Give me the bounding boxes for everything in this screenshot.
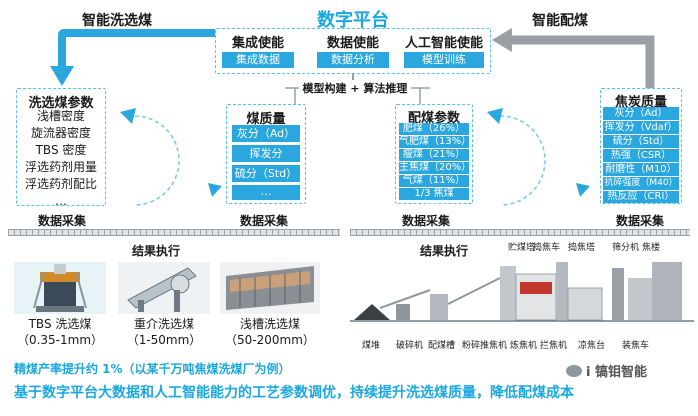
washing-params-list: 浅槽密度 旋流器密度 TBS 密度 浮选药剂用量 浮选药剂配比 … (16, 108, 106, 210)
blending-param-item: 肥煤（26%） (399, 123, 469, 135)
machine-caption-0: TBS 洗选煤 （0.35-1mm） (10, 316, 110, 348)
blending-param-item: 瘦煤（21%） (399, 149, 469, 161)
plant-label-top: 捣焦塔 (568, 243, 596, 253)
platform-title: 数字平台 (317, 10, 389, 31)
right-flow-line (508, 35, 655, 88)
blending-param-item: 气肥煤（13%） (399, 136, 472, 148)
machine-name: TBS 洗选煤 (28, 317, 92, 331)
ruler-right (350, 229, 690, 236)
tbs-machine-icon (33, 264, 87, 312)
crusher-icon (396, 304, 410, 320)
coke-wharf-icon (652, 262, 682, 320)
machine-spec: （1-50mm） (126, 333, 202, 347)
coal-storage-tower-icon (500, 266, 516, 320)
data-collect-label-4: 数据采集 (616, 214, 665, 228)
plant-label-bottom: 拦焦机 (540, 341, 568, 351)
washing-param-item: 浅槽密度 (36, 109, 85, 123)
plant-label-bottom: 粉碎推焦机 (462, 341, 508, 351)
blending-tank-icon (430, 294, 448, 320)
right-flow-label: 智能配煤 (532, 13, 588, 29)
coke-quality-item: 耐磨性（M10） (603, 163, 679, 176)
machine-spec: （0.35-1mm） (16, 333, 104, 347)
wechat-icon (566, 364, 582, 377)
coal-quality-item: 硫分（Std） (232, 165, 300, 182)
coal-quality-header: 煤质量 (246, 112, 286, 127)
coke-quality-header: 焦炭质量 (614, 95, 667, 110)
coke-quality-item: 灰分（Ad） (603, 107, 679, 120)
watermark-text: i 镐钼智能 (586, 365, 647, 380)
left-flow-line (58, 29, 215, 70)
machine-name: 重介洗选煤 (133, 317, 194, 331)
washing-param-item: 浮选药剂配比 (24, 177, 97, 191)
washing-params-header: 洗选煤参数 (28, 96, 94, 111)
coke-oven-icon (520, 282, 552, 294)
dense-medium-machine-icon (127, 267, 197, 312)
plant-label-bottom: 装焦车 (622, 341, 650, 351)
plant-label-bottom: 炼焦机 (510, 341, 538, 351)
coal-quality-item: 灰分（Ad） (232, 125, 300, 142)
left-flow-arrowhead (50, 66, 74, 86)
shallow-trough-machine-icon (226, 266, 314, 310)
loop-right (499, 115, 546, 206)
blending-param-item: 气煤（11%） (399, 175, 469, 187)
footer-summary: 基于数字平台大数据和人工智能能力的工艺参数调优，持续提升洗选煤质量，降低配煤成本 (14, 385, 574, 401)
machine-spec: （50-200mm） (225, 333, 315, 347)
plant-label-top: 焦楼 (642, 243, 661, 253)
platform-col-pill-0: 集成数据 (222, 52, 294, 68)
exec-label-right: 结果执行 (420, 244, 469, 258)
plant-label-bottom: 配煤槽 (428, 341, 456, 351)
washing-param-item: 浮选药剂用量 (24, 160, 97, 174)
dense-medium-machine-image (118, 262, 210, 314)
blending-params-header: 配煤参数 (407, 111, 460, 126)
washing-param-item: TBS 密度 (35, 143, 87, 157)
yield-note: 精煤产率提升约 1%（以某千万吨焦煤洗煤厂为例） (14, 362, 291, 376)
blending-param-item: 1/3 焦煤（9%） (399, 188, 469, 211)
platform-col-pill-1: 数据分析 (317, 52, 389, 68)
data-collect-label-1: 数据采集 (38, 214, 87, 228)
coking-plant-illustration (350, 262, 694, 322)
coke-quality-item: 热强（CSR） (603, 149, 679, 162)
washing-param-item: … (55, 194, 67, 208)
coal-pile-icon (354, 304, 390, 320)
plant-label-bottom: 煤堆 (362, 341, 381, 351)
left-flow-label: 智能洗选煤 (82, 13, 152, 29)
ruler-left (8, 229, 340, 236)
platform-subtitle: 模型构建 + 算法推理 (299, 80, 411, 96)
quench-tower-icon (612, 268, 624, 320)
coke-quality-item: 抗碎强度（M40） (603, 177, 679, 190)
plant-label-top: 捣焦车 (533, 243, 561, 253)
platform-col-header-1: 数据使能 (326, 36, 379, 51)
coke-quality-item: 热反应（CRI） (603, 191, 679, 203)
plant-label-top: 筛分机 (612, 243, 640, 253)
plant-label-bottom: 破碎机 (396, 341, 424, 351)
washing-params-box (16, 88, 106, 206)
coal-quality-item: 挥发分（Vdaf） (232, 145, 300, 177)
machine-name: 浅槽洗选煤 (239, 317, 300, 331)
coke-tower-icon (556, 262, 568, 320)
screening-icon (628, 278, 652, 320)
coal-quality-item: … (232, 185, 300, 200)
tbs-machine-image (14, 262, 106, 314)
coke-quality-item: 挥发分（Vdaf） (603, 121, 679, 134)
right-flow-arrowhead (492, 28, 512, 52)
coke-quality-item: 硫分（Std） (603, 135, 679, 148)
shallow-trough-machine-image (220, 262, 320, 314)
washing-param-item: 旋流器密度 (30, 126, 91, 140)
data-collect-label-3: 数据采集 (402, 214, 451, 228)
data-collect-label-2: 数据采集 (240, 214, 289, 228)
blending-param-item: 主焦煤（20%） (399, 162, 472, 174)
machine-caption-2: 浅槽洗选煤 （50-200mm） (216, 316, 324, 348)
exec-label-left: 结果执行 (132, 244, 181, 258)
platform-col-header-2: 人工智能使能 (404, 36, 483, 51)
watermark: i 镐钼智能 (562, 360, 651, 381)
machine-caption-1: 重介洗选煤 （1-50mm） (114, 316, 214, 348)
platform-col-header-0: 集成使能 (231, 36, 284, 51)
platform-col-pill-2: 模型训练 (404, 52, 484, 68)
loop-left (133, 115, 180, 206)
plant-label-bottom: 凉焦台 (578, 341, 606, 351)
plant-label-top: 贮煤塔 (508, 243, 536, 253)
